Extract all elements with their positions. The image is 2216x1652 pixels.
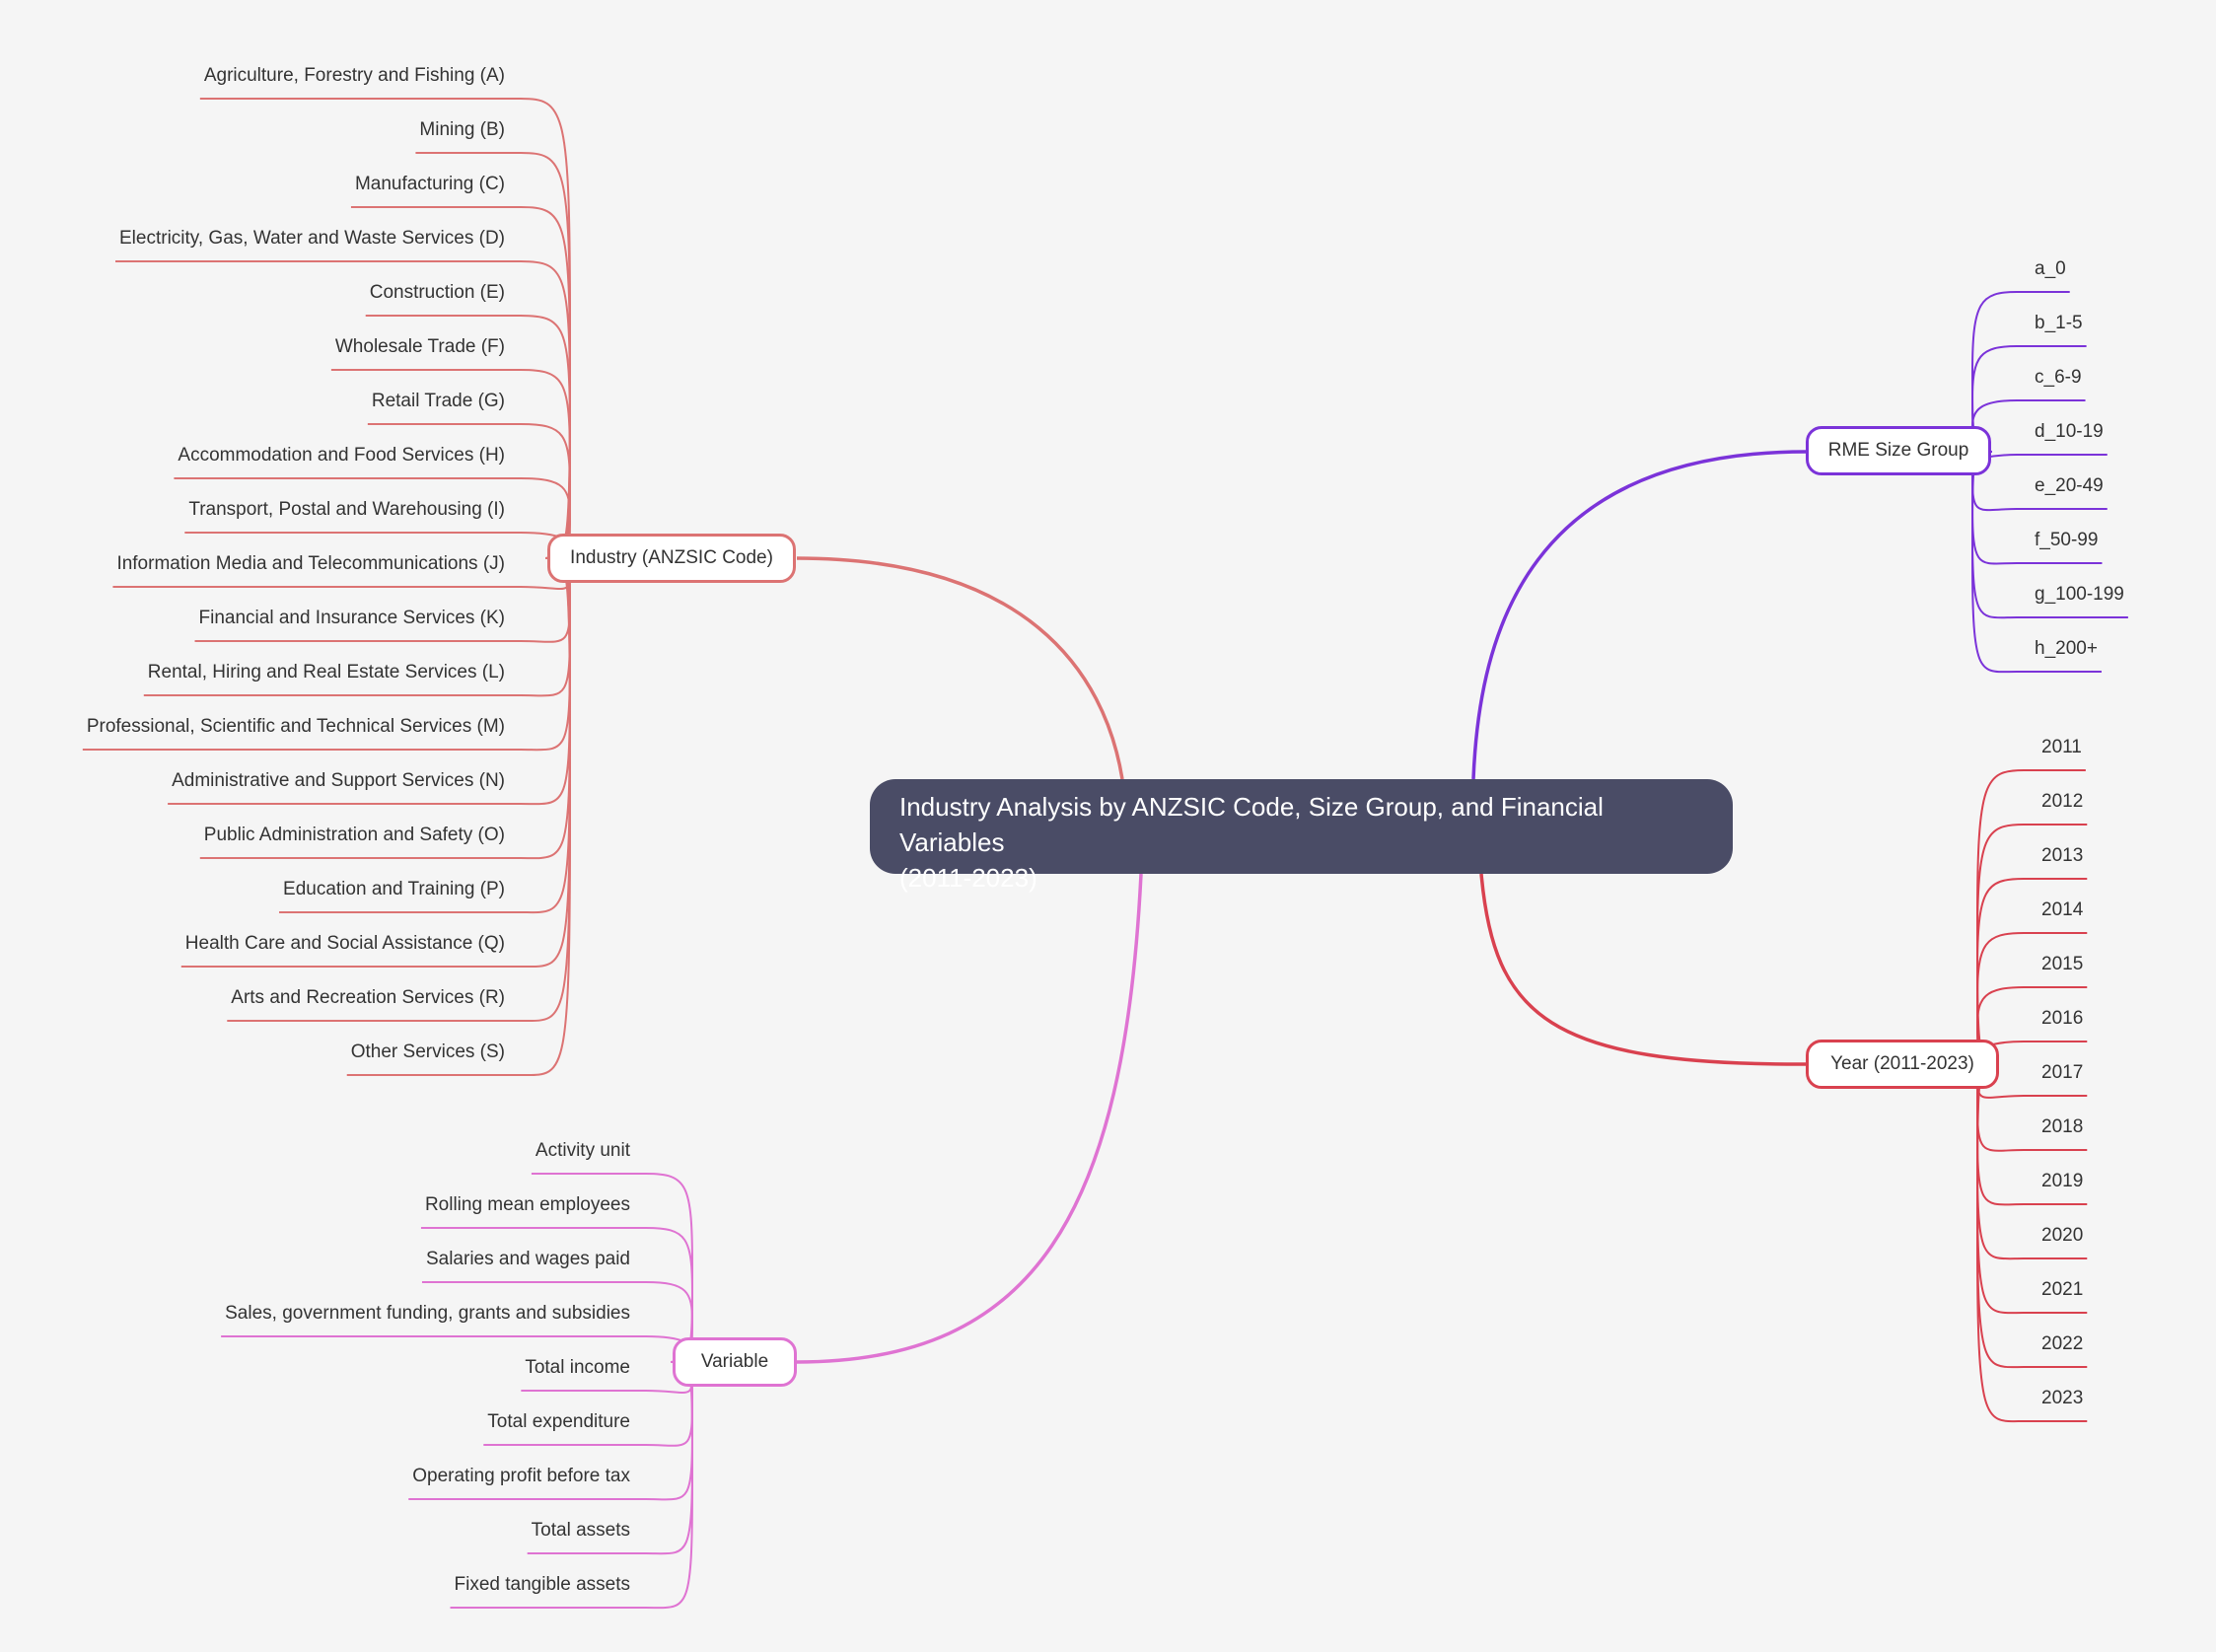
variable-leaf[interactable]: Rolling mean employees xyxy=(424,1194,630,1215)
variable-leaf[interactable]: Total income xyxy=(525,1357,630,1378)
industry-leaf-connector xyxy=(520,369,572,559)
year-leaf-connector xyxy=(1975,1062,2025,1260)
connector-rme-size-group xyxy=(1471,450,1807,780)
year-leaf[interactable]: 2018 xyxy=(2041,1116,2084,1137)
rme-leaf-connector xyxy=(1970,450,2018,674)
industry-leaf[interactable]: Wholesale Trade (F) xyxy=(334,336,505,357)
branch-rme-size-group[interactable]: RME Size Group xyxy=(1806,426,1991,475)
year-leaf-connector xyxy=(1975,769,2025,1065)
industry-leaf[interactable]: Mining (B) xyxy=(419,119,505,140)
industry-leaf-connector xyxy=(520,98,572,559)
branch-industry-label: Industry (ANZSIC Code) xyxy=(570,547,773,568)
central-topic[interactable]: Industry Analysis by ANZSIC Code, Size G… xyxy=(870,779,1733,893)
branch-variable-label: Variable xyxy=(700,1351,769,1372)
year-leaf-connector xyxy=(1975,1062,2025,1369)
year-leaf[interactable]: 2015 xyxy=(2041,954,2084,974)
year-leaf[interactable]: 2013 xyxy=(2041,845,2084,866)
branch-year-label: Year (2011-2023) xyxy=(1830,1053,1974,1074)
variable-leaf-connector xyxy=(645,1360,694,1610)
industry-leaf[interactable]: Manufacturing (C) xyxy=(354,174,505,194)
industry-leaf[interactable]: Professional, Scientific and Technical S… xyxy=(86,716,505,737)
industry-leaf[interactable]: Arts and Recreation Services (R) xyxy=(231,987,505,1008)
industry-leaf[interactable]: Financial and Insurance Services (K) xyxy=(198,608,505,628)
industry-leaf[interactable]: Public Administration and Safety (O) xyxy=(203,825,505,845)
industry-leaf[interactable]: Construction (E) xyxy=(369,282,505,303)
rme-leaf[interactable]: d_10-19 xyxy=(2035,421,2104,442)
variable-leaf[interactable]: Sales, government funding, grants and su… xyxy=(225,1303,630,1324)
branch-variable[interactable]: Variable xyxy=(673,1337,797,1387)
industry-leaf[interactable]: Education and Training (P) xyxy=(283,879,505,899)
year-leaf[interactable]: 2016 xyxy=(2041,1008,2084,1029)
branch-rme-size-group-label: RME Size Group xyxy=(1827,440,1969,461)
year-leaf[interactable]: 2020 xyxy=(2041,1225,2084,1246)
rme-leaf[interactable]: g_100-199 xyxy=(2035,584,2124,605)
variable-leaf[interactable]: Salaries and wages paid xyxy=(425,1249,630,1269)
branch-industry[interactable]: Industry (ANZSIC Code) xyxy=(547,534,796,583)
variable-leaf[interactable]: Total assets xyxy=(531,1520,630,1541)
branch-year[interactable]: Year (2011-2023) xyxy=(1806,1040,1999,1089)
rme-leaf[interactable]: c_6-9 xyxy=(2035,367,2082,388)
rme-leaf[interactable]: e_20-49 xyxy=(2035,475,2104,496)
industry-leaf[interactable]: Information Media and Telecommunications… xyxy=(116,553,505,574)
year-leaf-connector xyxy=(1975,824,2025,1065)
central-topic-line-1: Industry Analysis by ANZSIC Code, Size G… xyxy=(899,792,1604,857)
variable-leaf[interactable]: Total expenditure xyxy=(487,1411,630,1432)
industry-leaf-connector xyxy=(520,556,572,914)
industry-leaf[interactable]: Health Care and Social Assistance (Q) xyxy=(184,933,505,954)
rme-leaf[interactable]: f_50-99 xyxy=(2035,530,2099,550)
industry-leaf[interactable]: Other Services (S) xyxy=(350,1041,505,1062)
connector-variable xyxy=(796,873,1143,1364)
year-leaf[interactable]: 2014 xyxy=(2041,899,2084,920)
variable-leaf[interactable]: Fixed tangible assets xyxy=(454,1574,631,1595)
rme-leaf[interactable]: a_0 xyxy=(2035,258,2066,279)
rme-leaf[interactable]: h_200+ xyxy=(2035,638,2098,659)
year-leaf-connector xyxy=(1975,878,2025,1065)
variable-leaf[interactable]: Activity unit xyxy=(535,1140,630,1161)
rme-leaf-connector xyxy=(1970,450,2018,619)
industry-leaf-connector xyxy=(520,556,572,806)
industry-leaf-connector xyxy=(520,556,572,969)
connector-industry xyxy=(796,556,1124,780)
industry-leaf-connector xyxy=(520,556,572,860)
connector-year xyxy=(1479,873,1807,1066)
year-leaf[interactable]: 2011 xyxy=(2041,737,2082,757)
year-leaf[interactable]: 2017 xyxy=(2041,1062,2084,1083)
industry-leaf[interactable]: Retail Trade (G) xyxy=(371,391,505,411)
industry-leaf[interactable]: Accommodation and Food Services (H) xyxy=(178,445,505,466)
industry-leaf[interactable]: Administrative and Support Services (N) xyxy=(172,770,505,791)
year-leaf-connector xyxy=(1975,1062,2025,1315)
industry-leaf-connector xyxy=(520,556,572,1077)
year-leaf[interactable]: 2012 xyxy=(2041,791,2084,812)
year-leaf[interactable]: 2022 xyxy=(2041,1333,2084,1354)
industry-leaf[interactable]: Transport, Postal and Warehousing (I) xyxy=(188,499,505,520)
rme-leaf[interactable]: b_1-5 xyxy=(2035,313,2083,333)
year-leaf[interactable]: 2023 xyxy=(2041,1388,2084,1408)
industry-leaf[interactable]: Electricity, Gas, Water and Waste Servic… xyxy=(119,228,505,249)
year-leaf[interactable]: 2021 xyxy=(2041,1279,2084,1300)
central-topic-line-2: (2011-2023) xyxy=(899,863,1037,893)
industry-leaf[interactable]: Agriculture, Forestry and Fishing (A) xyxy=(203,65,505,86)
variable-leaf[interactable]: Operating profit before tax xyxy=(412,1466,630,1486)
variable-leaf-connector xyxy=(645,1173,694,1363)
industry-leaf[interactable]: Rental, Hiring and Real Estate Services … xyxy=(147,662,505,682)
industry-leaf-connector xyxy=(520,206,572,559)
industry-leaf-connector xyxy=(520,260,572,559)
industry-leaf-connector xyxy=(520,152,572,559)
year-leaf[interactable]: 2019 xyxy=(2041,1171,2084,1191)
